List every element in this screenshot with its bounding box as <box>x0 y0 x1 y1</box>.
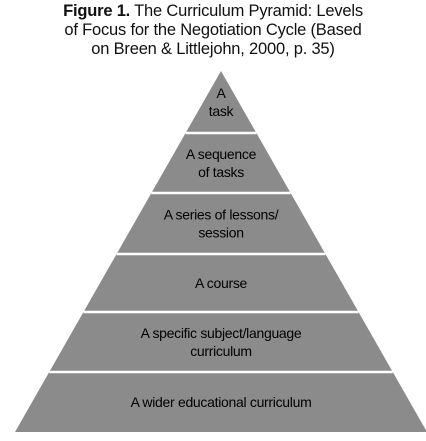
caption-title-part-1: The Curriculum Pyramid: Levels <box>134 2 363 20</box>
caption-line-3: on Breen & Littlejohn, 2000, p. 35) <box>91 40 335 58</box>
caption-line-1: Figure 1. The Curriculum Pyramid: Levels <box>0 2 426 21</box>
pyramid-level-2-label: A sequence of tasks <box>186 146 257 180</box>
pyramid-level-2-label-line: of tasks <box>198 164 244 180</box>
pyramid-level-1-label-line: A <box>216 85 226 101</box>
pyramid-level-6-label: A wider educational curriculum <box>131 394 312 410</box>
pyramid-level-3-label-line: session <box>198 225 243 241</box>
caption-line-2: of Focus for the Negotiation Cycle (Base… <box>64 21 362 39</box>
pyramid-level-4-label: A course <box>195 275 248 291</box>
pyramid-level-2-label-line: A sequence <box>186 146 257 162</box>
pyramid-bands <box>15 71 426 432</box>
pyramid-level-5-label-line: curriculum <box>190 343 252 359</box>
figure-caption: Figure 1. The Curriculum Pyramid: Levels… <box>0 2 426 59</box>
pyramid-level-4 <box>83 254 359 312</box>
pyramid-level-5-label: A specific subject/language curriculum <box>141 325 302 359</box>
pyramid-level-5-label-line: A specific subject/language <box>141 325 302 341</box>
pyramid-level-3-label: A series of lessons/session <box>164 207 279 241</box>
pyramid-level-6-label-line: A wider educational curriculum <box>131 394 312 410</box>
figure-label: Figure 1. <box>63 2 131 20</box>
pyramid-level-3-label-line: A series of lessons/ <box>164 207 279 223</box>
pyramid-level-2 <box>151 133 291 193</box>
pyramid-level-1-label-line: task <box>209 103 235 119</box>
pyramid-level-6 <box>15 372 426 432</box>
pyramid-level-4-label-line: A course <box>195 275 248 291</box>
pyramid-level-5 <box>49 312 393 372</box>
pyramid-level-3 <box>116 193 326 254</box>
pyramid-level-1 <box>185 71 257 133</box>
pyramid-dividers <box>49 131 393 374</box>
